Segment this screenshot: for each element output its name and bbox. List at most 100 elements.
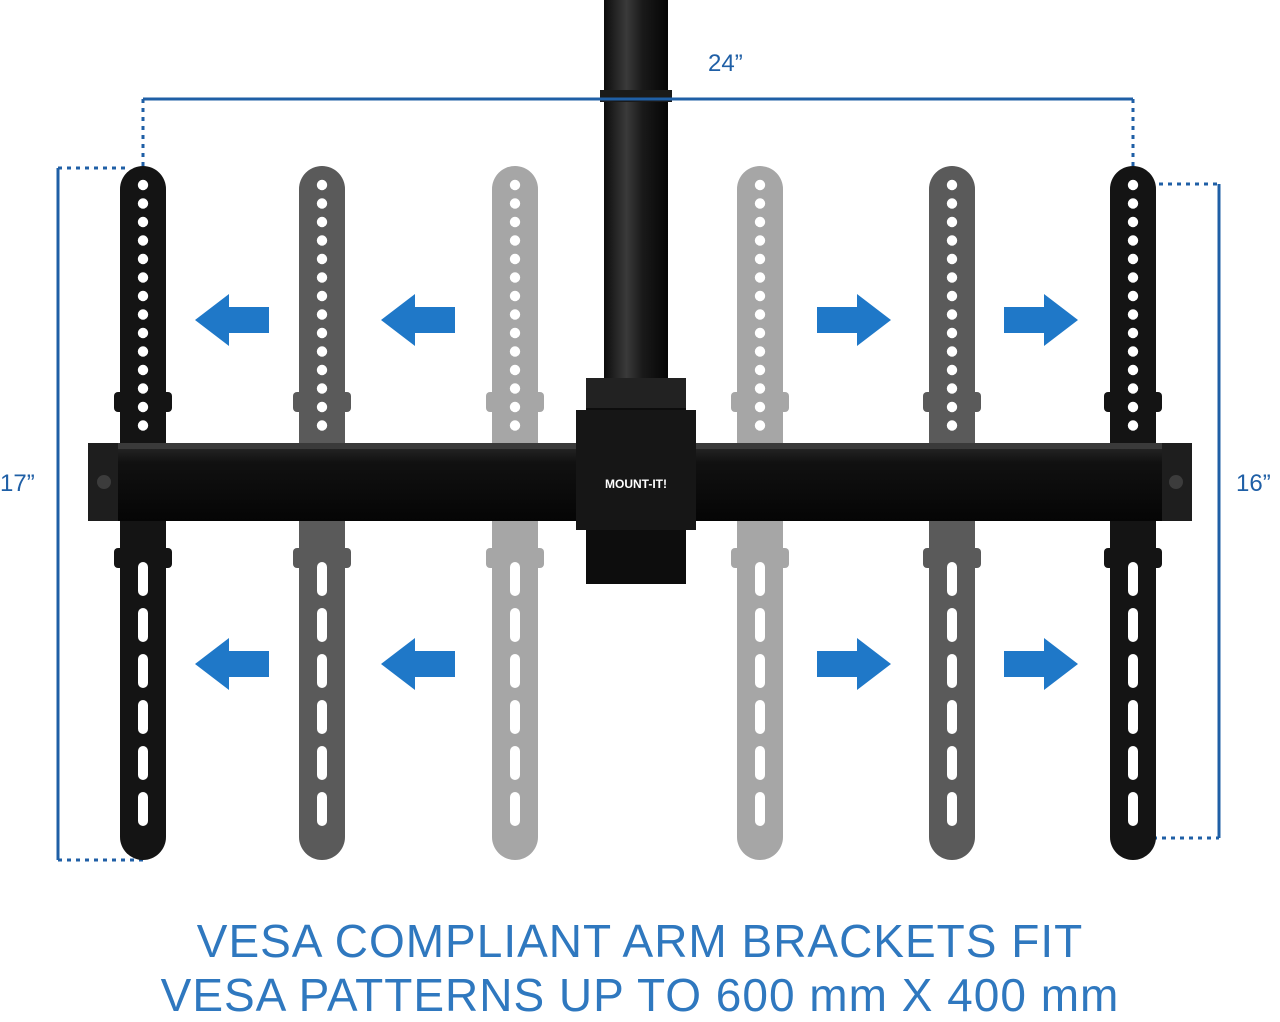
mounting-slot [510,792,520,826]
mounting-hole [946,420,958,431]
mounting-slot [510,608,520,642]
mounting-hole [509,346,521,357]
mounting-hole [509,272,521,283]
mounting-slot [510,746,520,780]
height-right-dimension-label: 16” [1236,470,1271,497]
mounting-hole [137,272,149,283]
mounting-hole [316,198,328,209]
mounting-slot [1128,792,1138,826]
mounting-hole [316,383,328,394]
mounting-hole [946,216,958,228]
mounting-hole [137,383,149,394]
mounting-hole [509,420,521,431]
mounting-slot [138,746,148,780]
mounting-slot [317,746,327,780]
mounting-hole [137,420,149,431]
mounting-hole [137,253,149,265]
mounting-hole [754,198,766,209]
mounting-slot [510,562,520,596]
mounting-slot [317,608,327,642]
mounting-slot [755,700,765,734]
mounting-hole [137,179,149,191]
mounting-slot [510,700,520,734]
mounting-hole [137,235,149,246]
mounting-hole [946,383,958,394]
mounting-hole [137,364,149,376]
mounting-hole [946,346,958,357]
mounting-hole [316,309,328,320]
mounting-slot [138,792,148,826]
mounting-hole [1127,216,1139,228]
mounting-hole [946,253,958,265]
mounting-hole [946,290,958,302]
arrow-left-icon [381,294,455,346]
mounting-hole [754,309,766,320]
mounting-hole [509,290,521,302]
mounting-slot [317,562,327,596]
mounting-slot [138,608,148,642]
mounting-hole [754,364,766,376]
mounting-slot [947,654,957,688]
width-dimension-line [141,97,1135,170]
mounting-slot [317,700,327,734]
mounting-hole [754,420,766,431]
width-dimension-label: 24” [708,50,743,77]
mounting-hole [946,364,958,376]
mounting-hole [1127,198,1139,209]
arrow-right-icon [817,638,891,690]
mounting-hole [1127,346,1139,357]
caption-line-1: VESA COMPLIANT ARM BRACKETS FIT [196,915,1084,967]
mounting-hole [137,309,149,320]
mounting-hole [1127,253,1139,265]
mounting-hole [509,198,521,209]
mounting-hole [509,364,521,376]
mounting-hole [946,272,958,283]
mounting-hole [946,198,958,209]
mounting-hole [1127,235,1139,246]
mounting-hole [509,253,521,265]
mounting-hole [137,327,149,339]
mounting-slot [1128,700,1138,734]
mounting-hole [754,327,766,339]
mounting-hole [946,309,958,320]
mounting-hole [509,216,521,228]
arrow-right-icon [1004,294,1078,346]
mounting-hole [509,327,521,339]
mounting-hole [509,235,521,246]
mounting-hole [1127,383,1139,394]
mounting-hole [754,179,766,191]
mounting-hole [137,290,149,302]
mounting-slot [317,654,327,688]
mounting-hole [509,383,521,394]
mounting-hole [1127,290,1139,302]
mounting-slot [947,746,957,780]
mounting-slot [138,562,148,596]
mounting-slot [1128,654,1138,688]
mounting-slot [755,608,765,642]
mounting-slot [947,792,957,826]
mounting-hole [316,216,328,228]
mounting-hole [1127,272,1139,283]
mounting-hole [316,346,328,357]
mounting-hole [316,327,328,339]
arrow-group [195,294,1078,690]
mounting-hole [509,401,521,413]
mounting-slot [138,654,148,688]
mounting-slot [755,654,765,688]
mounting-hole [137,198,149,209]
mounting-slot [947,700,957,734]
mounting-hole [754,401,766,413]
mounting-hole [316,420,328,431]
mounting-hole [509,309,521,320]
center-clamp [576,378,696,584]
mounting-hole [316,179,328,191]
mounting-hole [946,179,958,191]
arrow-right-icon [817,294,891,346]
height-dimension-left [56,166,148,862]
mounting-hole [754,216,766,228]
mounting-hole [946,327,958,339]
mounting-hole [1127,401,1139,413]
mounting-hole [137,346,149,357]
mounting-hole [946,401,958,413]
